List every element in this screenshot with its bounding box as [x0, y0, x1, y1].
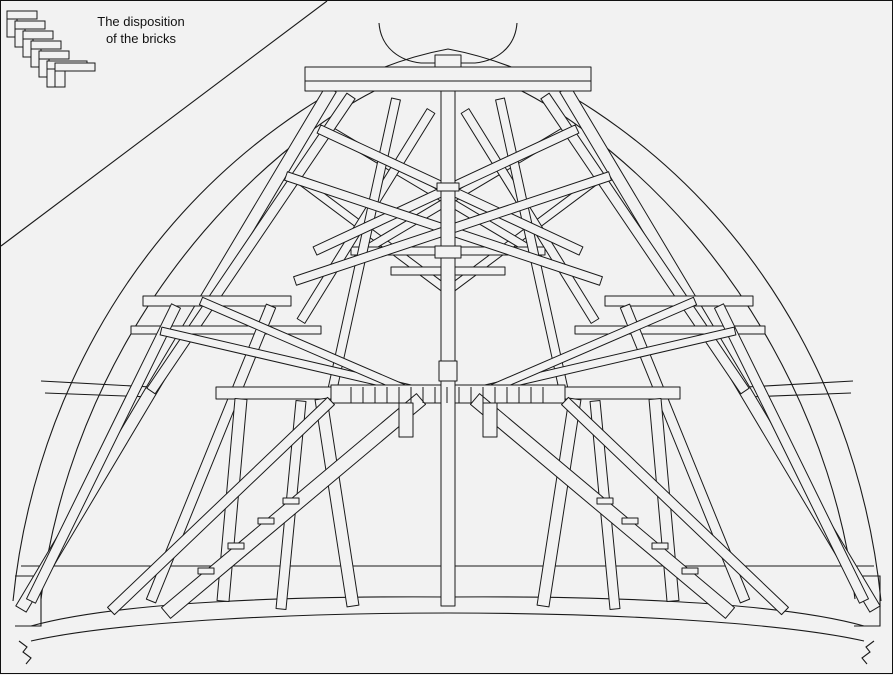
side-deck-left: [130, 325, 322, 335]
beam-band: [197, 567, 215, 575]
hanger-block: [398, 402, 414, 438]
brick-caption: The disposition of the bricks: [81, 13, 201, 47]
broken-edge-marks: [18, 640, 875, 665]
side-leg: [26, 303, 181, 604]
base-cornices: [15, 575, 881, 627]
beam-band: [282, 497, 300, 505]
caption-line-2: of the bricks: [105, 31, 177, 46]
upper-leg-right: [540, 92, 750, 395]
hanger-block: [482, 402, 498, 438]
ground-diagonal: [107, 396, 335, 616]
base-ring-lower: [30, 612, 865, 642]
side-leg: [619, 303, 751, 604]
stepped-herringbone-bricks-icon: [6, 10, 96, 88]
side-deck-right: [574, 325, 766, 335]
beam-band: [596, 497, 614, 505]
top-cap: [434, 54, 462, 68]
ground-diagonal: [561, 396, 789, 616]
upper-leg-left: [146, 92, 356, 395]
side-leg: [714, 303, 869, 604]
side-leg: [145, 303, 277, 604]
beam-band: [227, 542, 245, 550]
dome-ring-lines: [40, 380, 854, 398]
beam-band: [257, 517, 275, 525]
wooden-scaffold: [15, 54, 881, 619]
lower-leg: [536, 397, 582, 608]
beam-band: [651, 542, 669, 550]
central-mast: [440, 90, 456, 607]
caption-line-1: The disposition: [97, 14, 185, 29]
ground-diagonal-right: [470, 393, 735, 619]
mast-base: [438, 360, 458, 382]
beam-band: [681, 567, 699, 575]
top-platform-lower: [304, 80, 592, 92]
ground-diagonal-left: [161, 393, 426, 619]
corner-diagonal-line: [1, 1, 328, 247]
mast-collar: [436, 182, 460, 192]
lower-leg: [314, 397, 360, 608]
beam-band: [621, 517, 639, 525]
mast-collar: [434, 245, 462, 259]
top-platform: [304, 66, 592, 82]
dome-outer-arc: [12, 48, 882, 602]
